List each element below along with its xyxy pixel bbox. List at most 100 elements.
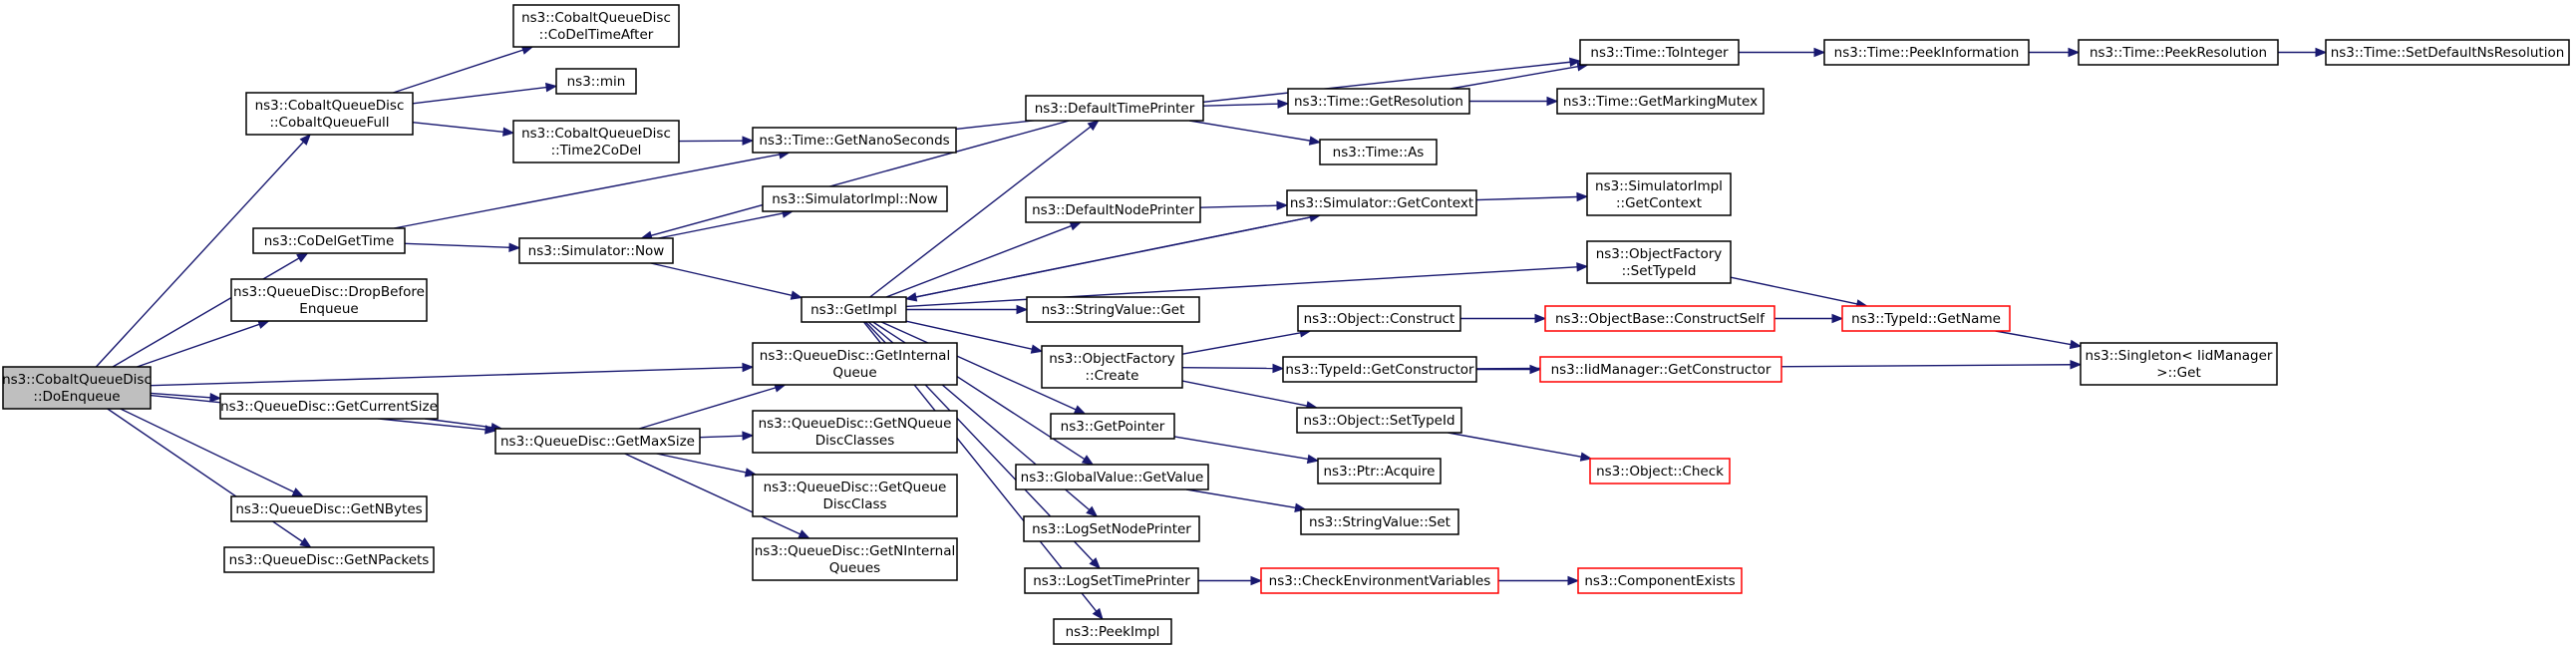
node-timeGetMarkingMutex[interactable]: ns3::Time::GetMarkingMutex <box>1556 88 1765 115</box>
node-getMaxSize[interactable]: ns3::QueueDisc::GetMaxSize <box>494 428 701 455</box>
edge-ofCreate-to-typeIdGetConstructor <box>1181 363 1285 374</box>
node-label: ns3::ObjectFactory <box>1596 246 1723 262</box>
node-cobaltFull[interactable]: ns3::CobaltQueueDisc::CobaltQueueFull <box>245 92 414 136</box>
node-ofSetTypeId[interactable]: ns3::ObjectFactory::SetTypeId <box>1586 240 1732 284</box>
node-label: ns3::Singleton< IidManager <box>2086 348 2273 364</box>
node-codelGetTime[interactable]: ns3::CoDelGetTime <box>252 227 406 254</box>
node-typeIdGetConstructor[interactable]: ns3::TypeId::GetConstructor <box>1282 356 1477 383</box>
node-singletonGet[interactable]: ns3::Singleton< IidManager >::Get <box>2080 342 2278 386</box>
node-timeAs[interactable]: ns3::Time::As <box>1319 139 1438 165</box>
node-label: ns3::CobaltQueueDisc <box>2 372 152 388</box>
node-label: ::CobaltQueueFull <box>269 115 389 131</box>
edge-getImpl-to-defaultNodePrinter <box>885 221 1083 298</box>
node-simImplGetContext[interactable]: ns3::SimulatorImpl::GetContext <box>1586 172 1732 216</box>
node-logSetNodePrinter[interactable]: ns3::LogSetNodePrinter <box>1023 515 1200 542</box>
node-label: ns3::StringValue::Set <box>1309 514 1450 530</box>
node-min[interactable]: ns3::min <box>555 68 637 95</box>
node-simGetContext[interactable]: ns3::Simulator::GetContext <box>1286 189 1477 216</box>
node-box <box>219 393 439 420</box>
edge-getImpl-to-ofCreate <box>905 320 1044 354</box>
node-box <box>752 537 958 581</box>
arrowhead-icon <box>1276 200 1289 210</box>
node-label: ns3::Simulator::Now <box>528 243 665 259</box>
node-getCurSize[interactable]: ns3::QueueDisc::GetCurrentSize <box>219 393 439 420</box>
node-ofCreate[interactable]: ns3::ObjectFactory::Create <box>1041 345 1183 389</box>
edge-line <box>638 387 777 430</box>
edge-getImpl-to-stringValueGet <box>906 304 1029 315</box>
node-objConstruct[interactable]: ns3::Object::Construct <box>1297 305 1461 332</box>
edge-cobaltFull-to-min <box>412 82 558 105</box>
node-logSetTimePrinter[interactable]: ns3::LogSetTimePrinter <box>1024 567 1199 594</box>
arrowhead-icon <box>1831 313 1844 324</box>
node-time2codel[interactable]: ns3::CobaltQueueDisc::Time2CoDel <box>512 120 680 163</box>
edge-simGetContext-to-simImplGetContext <box>1475 191 1589 202</box>
edge-getMaxSize-to-getInternalQueue <box>638 383 787 430</box>
node-peekImpl[interactable]: ns3::PeekImpl <box>1053 618 1172 645</box>
arrowhead-icon <box>1081 455 1095 466</box>
node-simImplNow[interactable]: ns3::SimulatorImpl::Now <box>762 185 948 212</box>
node-timePeekResolution[interactable]: ns3::Time::PeekResolution <box>2078 39 2279 66</box>
node-root[interactable]: ns3::CobaltQueueDisc::DoEnqueue <box>2 366 152 410</box>
node-checkEnvVars[interactable]: ns3::CheckEnvironmentVariables <box>1260 567 1499 594</box>
node-box <box>1297 305 1461 332</box>
node-objSetTypeId[interactable]: ns3::Object::SetTypeId <box>1296 407 1462 434</box>
edge-line <box>1189 120 1311 142</box>
node-label: ns3::Time::ToInteger <box>1590 45 1729 61</box>
node-label: ns3::Time::GetResolution <box>1294 94 1463 110</box>
node-simNow[interactable]: ns3::Simulator::Now <box>518 237 674 264</box>
node-defaultNodePrinter[interactable]: ns3::DefaultNodePrinter <box>1025 196 1201 223</box>
node-timeToInteger[interactable]: ns3::Time::ToInteger <box>1579 39 1740 66</box>
edge-line <box>425 418 492 429</box>
arrowhead-icon <box>1030 344 1044 354</box>
arrowhead-icon <box>742 136 755 146</box>
node-box <box>1586 240 1732 284</box>
node-componentExists[interactable]: ns3::ComponentExists <box>1577 567 1743 594</box>
node-globalValueGetValue[interactable]: ns3::GlobalValue::GetValue <box>1015 464 1209 490</box>
edges-layer <box>95 45 2328 621</box>
node-label: ns3::Time::GetNanoSeconds <box>759 133 949 149</box>
node-stringValueSet[interactable]: ns3::StringValue::Set <box>1300 508 1459 535</box>
node-timeGetResolution[interactable]: ns3::Time::GetResolution <box>1287 88 1470 115</box>
node-timePeekInformation[interactable]: ns3::Time::PeekInformation <box>1823 39 2030 66</box>
node-getNPackets[interactable]: ns3::QueueDisc::GetNPackets <box>223 546 435 573</box>
edge-defaultTimePrinter-to-timeGetResolution <box>1202 99 1290 109</box>
node-getPointer[interactable]: ns3::GetPointer <box>1050 413 1175 440</box>
node-typeIdGetName[interactable]: ns3::TypeId::GetName <box>1841 305 2011 332</box>
node-box <box>801 296 907 323</box>
node-timeSetDefaultNsResolution[interactable]: ns3::Time::SetDefaultNsResolution <box>2325 39 2570 66</box>
node-objBaseConstructSelf[interactable]: ns3::ObjectBase::ConstructSelf <box>1544 305 1775 332</box>
edge-globalValueGetValue-to-stringValueSet <box>1185 488 1307 512</box>
node-defaultTimePrinter[interactable]: ns3::DefaultTimePrinter <box>1025 95 1204 122</box>
node-ptrAcquire[interactable]: ns3::Ptr::Acquire <box>1317 458 1442 485</box>
arrowhead-icon <box>1813 47 1826 58</box>
node-label: DiscClass <box>822 496 886 512</box>
node-label: ns3::ObjectBase::ConstructSelf <box>1555 311 1766 327</box>
edge-typeIdGetName-to-singletonGet <box>1995 330 2083 350</box>
node-label: ns3::ObjectFactory <box>1049 351 1175 367</box>
node-getNBytes[interactable]: ns3::QueueDisc::GetNBytes <box>230 495 428 522</box>
arrowhead-icon <box>742 362 755 373</box>
node-label: ns3::Ptr::Acquire <box>1324 464 1436 480</box>
edge-simNow-to-simImplNow <box>658 208 795 239</box>
edge-root-to-getCurSize <box>150 392 222 403</box>
node-iidGetConstructor[interactable]: ns3::IidManager::GetConstructor <box>1539 356 1782 383</box>
edge-line <box>1181 366 1274 370</box>
node-objCheck[interactable]: ns3::Object::Check <box>1589 458 1731 485</box>
node-label: Enqueue <box>299 301 358 317</box>
node-box <box>1577 567 1743 594</box>
node-label: ns3::CobaltQueueDisc <box>255 98 405 114</box>
node-stringValueGet[interactable]: ns3::StringValue::Get <box>1026 296 1200 323</box>
node-getNanoSeconds[interactable]: ns3::Time::GetNanoSeconds <box>752 127 957 154</box>
node-label: ns3::TypeId::GetName <box>1851 311 2001 327</box>
arrowhead-icon <box>1073 405 1087 415</box>
node-box <box>1319 139 1438 165</box>
node-getImpl[interactable]: ns3::GetImpl <box>801 296 907 323</box>
node-codelAfter[interactable]: ns3::CobaltQueueDisc::CoDelTimeAfter <box>512 4 680 48</box>
node-box <box>1296 407 1462 434</box>
